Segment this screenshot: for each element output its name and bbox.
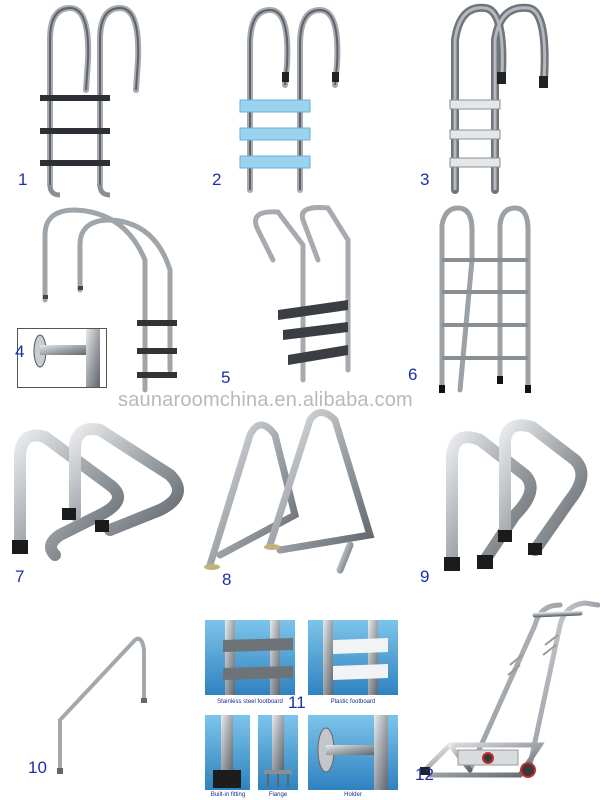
builtin-fitting-caption: Built-in fitting [210, 792, 246, 798]
item-number-8: 8 [222, 570, 232, 589]
plastic-footboard-illustration [308, 620, 398, 695]
plastic-footboard-caption: Plastic footboard [330, 699, 376, 705]
ladder-2: 2 [212, 0, 365, 200]
item-number-2: 2 [212, 170, 222, 189]
handrail-10-illustration [57, 636, 147, 774]
ladder-1: 1 [18, 0, 170, 200]
builtin-fitting-illustration [205, 715, 250, 790]
watermark-text: saunaroomchina.en.alibaba.com [118, 389, 413, 411]
holder-illustration [308, 715, 398, 790]
item-number-4: 4 [15, 342, 25, 361]
accessories-11: Stainless steel footboard Plastic footbo… [200, 615, 400, 800]
holder-caption: Holder [344, 792, 362, 798]
ladder-2-illustration [239, 6, 341, 193]
stainless-footboard-photo [205, 620, 295, 695]
item-number-12: 12 [415, 765, 434, 784]
flange-detail-illustration [33, 329, 100, 387]
handrail-9: 9 [410, 415, 595, 595]
cart-12-illustration [420, 600, 600, 778]
item-number-1: 1 [18, 170, 28, 189]
flange-photo [258, 715, 298, 790]
item-number-10: 10 [28, 758, 47, 777]
item-number-11: 11 [288, 693, 306, 712]
handrail-8: 8 [200, 405, 400, 589]
holder-photo [308, 715, 398, 790]
plastic-footboard-photo [308, 620, 398, 695]
ladder-4: 4 [15, 200, 185, 395]
handrail-8-illustration [204, 409, 375, 574]
builtin-fitting-photo [205, 715, 250, 790]
flange-illustration [258, 715, 298, 790]
stainless-footboard-illustration [205, 620, 295, 695]
ladder-3: 3 [420, 0, 590, 200]
item-number-6: 6 [408, 365, 418, 384]
item-number-5: 5 [221, 368, 231, 387]
handrail-7-illustration [12, 423, 184, 561]
item-number-7: 7 [15, 567, 25, 586]
handrail-7: 7 [0, 415, 195, 595]
handrail-10: 10 [20, 610, 170, 790]
ladder-6-illustration [439, 205, 531, 393]
flange-inset [17, 328, 107, 388]
flange-caption: Flange [268, 792, 288, 798]
ladder-1-illustration [40, 4, 142, 198]
item-number-9: 9 [420, 567, 430, 586]
stainless-footboard-caption: Stainless steel footboard [217, 699, 283, 705]
ladder-6: 6 [400, 200, 580, 400]
ladder-4-illustration [42, 207, 177, 393]
handrail-9-illustration [444, 419, 588, 571]
item-number-3: 3 [420, 170, 430, 189]
ladder-3-illustration [449, 3, 549, 194]
cart-12: 12 [410, 585, 600, 797]
ladder-5: 5 [218, 200, 368, 390]
ladder-5-illustration [253, 205, 351, 383]
